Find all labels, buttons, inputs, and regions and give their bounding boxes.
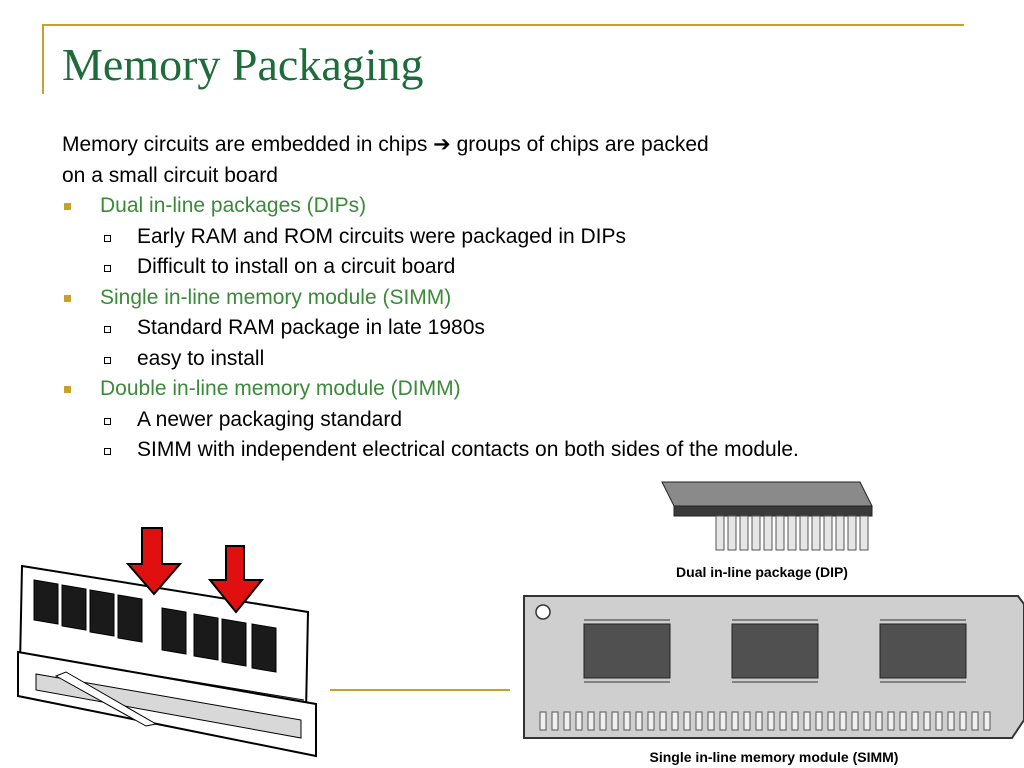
sub-bullet: Standard RAM package in late 1980s: [62, 313, 962, 344]
sub-bullet-label: Difficult to install on a circuit board: [137, 255, 456, 278]
dip-simm-illustration: Dual in-line package (DIP): [512, 476, 1024, 768]
intro-line-2: on a small circuit board: [62, 163, 278, 187]
hollow-square-bullet-icon: [104, 234, 111, 242]
hollow-square-bullet-icon: [104, 417, 111, 425]
slide-title: Memory Packaging: [62, 39, 424, 90]
hollow-square-bullet-icon: [104, 326, 111, 333]
hollow-square-bullet-icon: [104, 448, 111, 455]
sub-bullet-label: A newer packaging standard: [137, 407, 403, 431]
bullet-label: Single in-line memory module (SIMM): [100, 285, 452, 309]
bullet-label: Double in-line memory module (DIMM): [100, 377, 461, 400]
square-bullet-icon: [64, 386, 71, 393]
sub-bullet-label: SIMM with independent electrical contact…: [137, 438, 799, 461]
sub-bullet: SIMM with independent electrical contact…: [62, 435, 962, 466]
bullet-simm: Single in-line memory module (SIMM): [62, 283, 962, 314]
sub-bullet-label: Standard RAM package in late 1980s: [137, 316, 485, 339]
sub-bullet: Early RAM and ROM circuits were packaged…: [62, 222, 962, 253]
simm-caption: Single in-line memory module (SIMM): [650, 749, 899, 765]
sub-bullet: easy to install: [62, 344, 962, 375]
sub-bullet: A newer packaging standard: [62, 405, 962, 436]
square-bullet-icon: [64, 203, 71, 210]
simm-board: [523, 595, 1024, 739]
top-rule: [42, 24, 964, 26]
dimm-insertion-illustration: [16, 524, 329, 768]
dip-chip: [661, 481, 873, 551]
left-rule: [42, 24, 44, 94]
sub-bullet-label: Early RAM and ROM circuits were packaged…: [137, 224, 626, 248]
bullet-dimm: Double in-line memory module (DIMM): [62, 374, 962, 405]
bottom-rule: [330, 689, 510, 691]
intro-line-1: Memory circuits are embedded in chips ➔ …: [62, 133, 709, 156]
sub-bullet-label: easy to install: [137, 346, 265, 370]
hollow-square-bullet-icon: [104, 265, 111, 272]
bullet-label: Dual in-line packages (DIPs): [100, 194, 367, 217]
slide-body: Memory circuits are embedded in chips ➔ …: [62, 130, 962, 466]
sub-bullet: Difficult to install on a circuit board: [62, 252, 962, 283]
bullet-dip: Dual in-line packages (DIPs): [62, 191, 962, 222]
square-bullet-icon: [64, 294, 71, 302]
hollow-square-bullet-icon: [104, 356, 111, 364]
dip-caption: Dual in-line package (DIP): [676, 564, 848, 580]
